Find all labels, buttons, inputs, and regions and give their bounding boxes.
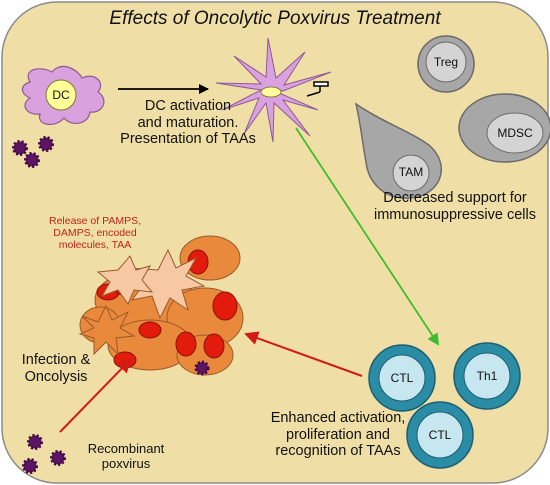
recombinant-line-1: Recombinant [87, 441, 165, 456]
mdsc-label: MDSC [497, 126, 533, 140]
treg-label: Treg [433, 55, 459, 69]
tcell-ctl-2 [406, 401, 474, 469]
diagram-title: Effects of Oncolytic Poxvirus Treatment [109, 8, 441, 29]
arrow-recombinant-to-tumor [59, 358, 132, 433]
recombinant-line-2: poxvirus [101, 455, 151, 471]
virus-tumor [194, 360, 210, 376]
decreased-support-text: Decreased support for immunosuppressive … [360, 190, 550, 223]
dc-nucleus [45, 79, 77, 111]
ctl-label-2: CTL [428, 428, 452, 442]
dc-activation-line-3: Presentation of TAAs [120, 131, 256, 148]
decreased-support-line-1: Decreased support for [383, 190, 527, 206]
mdsc-inner [486, 112, 544, 154]
release-line-1: Release of PAMPS, [48, 215, 141, 227]
enhanced-line-1: Enhanced activation, [270, 410, 406, 426]
tam-inner [392, 154, 430, 192]
infection-line-2: Oncolysis [24, 368, 88, 385]
dc-activation-text: DC activation and maturation. Presentati… [98, 98, 278, 148]
infection-text: Infection & Oncolysis [6, 352, 106, 385]
dc-activation-line-2: and maturation. [137, 114, 239, 131]
release-line-2: DAMPS, encoded [53, 227, 137, 240]
release-text: Release of PAMPS, DAMPS, encoded molecul… [20, 215, 170, 251]
virus-cluster-top [12, 136, 54, 168]
tam-label: TAM [398, 165, 424, 179]
antigen-presentation-marker [306, 81, 329, 97]
tcell-th1 [453, 342, 521, 410]
enhanced-line-2: proliferation and [286, 426, 390, 443]
dc-label: DC [52, 88, 70, 102]
treg-inner [425, 41, 467, 83]
recombinant-text: Recombinant poxvirus [76, 441, 176, 472]
mature-dc-nucleus [260, 86, 282, 98]
dc-activation-line-1: DC activation [144, 98, 232, 114]
arrow-tcells-to-tumor [244, 331, 363, 377]
enhanced-activation-text: Enhanced activation, proliferation and r… [268, 410, 408, 460]
release-line-3: molecules, TAA [58, 239, 132, 252]
tumor-burst-orange [78, 304, 136, 356]
tcell-ctl-1 [368, 344, 436, 412]
virus-cluster-bottom [22, 434, 66, 474]
th1-label: Th1 [476, 369, 498, 383]
ctl-label-1: CTL [390, 371, 414, 385]
decreased-support-line-2: immunosuppressive cells [374, 206, 536, 223]
infection-line-1: Infection & [21, 352, 91, 368]
enhanced-line-3: recognition of TAAs [275, 443, 401, 460]
arrow-to-tcells [295, 127, 440, 346]
lysed-cell-bursts [96, 248, 206, 320]
